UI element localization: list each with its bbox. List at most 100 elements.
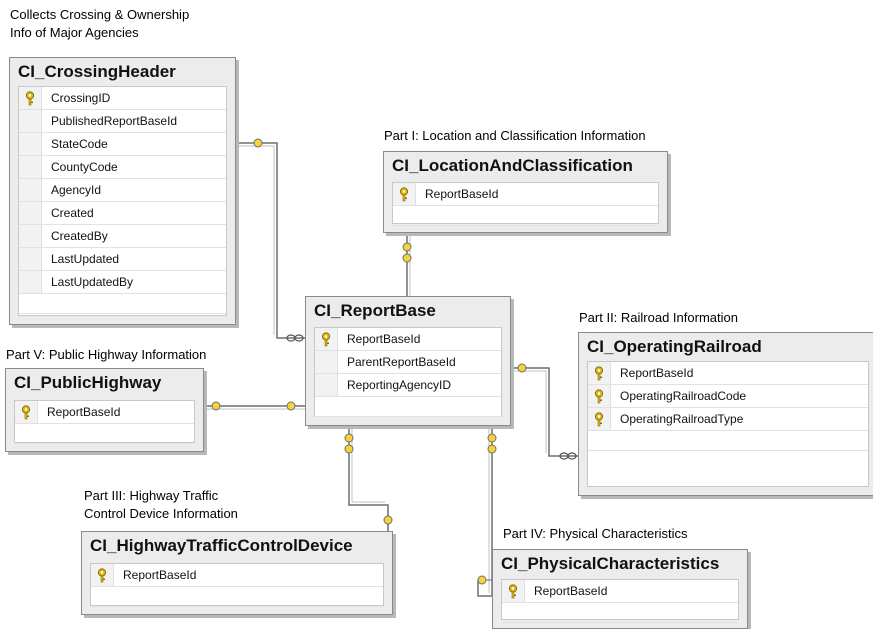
primary-key-icon bbox=[398, 187, 410, 202]
column-row[interactable]: ReportBaseId bbox=[15, 401, 194, 424]
key-endpoint-icon bbox=[206, 401, 221, 411]
column-row[interactable]: CreatedBy bbox=[19, 225, 226, 248]
row-selector bbox=[315, 374, 338, 396]
empty-row bbox=[15, 424, 194, 444]
column-name: ReportBaseId bbox=[47, 405, 121, 419]
column-row[interactable]: ReportBaseId bbox=[502, 580, 738, 603]
primary-key-icon bbox=[20, 405, 32, 420]
key-endpoint-icon bbox=[280, 401, 296, 411]
row-selector bbox=[19, 271, 42, 293]
caption-crossing-header: Collects Crossing & Ownership Info of Ma… bbox=[10, 6, 189, 42]
column-name: ReportBaseId bbox=[534, 584, 608, 598]
column-name: ReportBaseId bbox=[347, 332, 421, 346]
caption-location: Part I: Location and Classification Info… bbox=[384, 128, 646, 143]
column-name: OperatingRailroadCode bbox=[620, 389, 747, 403]
row-selector bbox=[19, 133, 42, 155]
key-endpoint-icon bbox=[383, 510, 393, 525]
key-endpoint-icon bbox=[402, 235, 412, 252]
key-endpoint-icon bbox=[487, 444, 497, 460]
primary-key-icon bbox=[507, 584, 519, 599]
key-endpoint-icon bbox=[344, 444, 354, 460]
column-name: StateCode bbox=[51, 137, 108, 151]
column-name: OperatingRailroadType bbox=[620, 412, 744, 426]
empty-row bbox=[393, 206, 658, 226]
column-name: ParentReportBaseId bbox=[347, 355, 456, 369]
caption-railroad: Part II: Railroad Information bbox=[579, 310, 738, 325]
row-selector bbox=[19, 179, 42, 201]
column-row[interactable]: OperatingRailroadType bbox=[588, 408, 868, 431]
column-row[interactable]: StateCode bbox=[19, 133, 226, 156]
column-name: ReportBaseId bbox=[620, 366, 694, 380]
row-selector bbox=[19, 225, 42, 247]
column-row[interactable]: ReportBaseId bbox=[588, 362, 868, 385]
caption-line: Part III: Highway Traffic bbox=[84, 488, 219, 503]
table-ci-crossingheader[interactable]: CI_CrossingHeader CrossingID PublishedRep… bbox=[9, 57, 236, 325]
column-list: ReportBaseId bbox=[90, 563, 384, 607]
column-row[interactable]: ReportBaseId bbox=[315, 328, 501, 351]
table-title: CI_CrossingHeader bbox=[18, 62, 176, 81]
row-selector bbox=[315, 351, 338, 373]
column-name: ReportBaseId bbox=[425, 187, 499, 201]
column-name: LastUpdated bbox=[51, 252, 120, 266]
key-endpoint-icon bbox=[477, 575, 492, 585]
primary-key-icon bbox=[593, 366, 605, 381]
table-ci-publichighway[interactable]: CI_PublicHighway ReportBaseId bbox=[5, 368, 204, 452]
table-ci-highwaytrafficcontroldevice[interactable]: CI_HighwayTrafficControlDevice ReportBas… bbox=[81, 531, 393, 615]
table-ci-physicalcharacteristics[interactable]: CI_PhysicalCharacteristics ReportBaseId bbox=[492, 549, 748, 629]
primary-key-icon bbox=[96, 568, 108, 583]
empty-row bbox=[19, 294, 226, 314]
primary-key-icon bbox=[593, 412, 605, 427]
caption-line: Info of Major Agencies bbox=[10, 25, 139, 40]
column-row[interactable]: OperatingRailroadCode bbox=[588, 385, 868, 408]
caption-public-highway: Part V: Public Highway Information bbox=[6, 347, 207, 362]
table-title: CI_OperatingRailroad bbox=[587, 337, 762, 356]
column-name: AgencyId bbox=[51, 183, 102, 197]
column-row[interactable]: ReportBaseId bbox=[393, 183, 658, 206]
column-row[interactable]: ReportingAgencyID bbox=[315, 374, 501, 397]
column-name: CrossingID bbox=[51, 91, 111, 105]
row-selector bbox=[19, 202, 42, 224]
key-endpoint-icon bbox=[246, 138, 263, 148]
empty-row bbox=[315, 397, 501, 417]
key-endpoint-icon bbox=[344, 428, 354, 443]
rel-reportbase-railroad bbox=[511, 367, 578, 457]
column-name: CountyCode bbox=[51, 160, 118, 174]
row-selector bbox=[19, 248, 42, 270]
column-name: CreatedBy bbox=[51, 229, 108, 243]
column-row[interactable]: CountyCode bbox=[19, 156, 226, 179]
key-endpoint-icon bbox=[517, 363, 534, 373]
row-selector bbox=[19, 110, 42, 132]
column-row[interactable]: CrossingID bbox=[19, 87, 226, 110]
table-ci-locationandclassification[interactable]: CI_LocationAndClassification ReportBaseI… bbox=[383, 151, 668, 233]
caption-traffic-control: Part III: Highway Traffic Control Device… bbox=[84, 487, 238, 523]
column-row[interactable]: ParentReportBaseId bbox=[315, 351, 501, 374]
caption-line: Control Device Information bbox=[84, 506, 238, 521]
primary-key-icon bbox=[320, 332, 332, 347]
table-title: CI_PhysicalCharacteristics bbox=[501, 554, 720, 573]
table-title: CI_PublicHighway bbox=[14, 373, 162, 392]
column-row[interactable]: Created bbox=[19, 202, 226, 225]
column-list: ReportBaseId bbox=[14, 400, 195, 444]
primary-key-icon bbox=[593, 389, 605, 404]
empty-row bbox=[502, 603, 738, 623]
column-name: ReportBaseId bbox=[123, 568, 197, 582]
column-row[interactable]: LastUpdatedBy bbox=[19, 271, 226, 294]
many-endpoint-icon bbox=[286, 334, 304, 342]
empty-row bbox=[588, 431, 868, 451]
column-row[interactable]: ReportBaseId bbox=[91, 564, 383, 587]
primary-key-icon bbox=[24, 91, 36, 106]
table-title: CI_LocationAndClassification bbox=[392, 156, 633, 175]
column-row[interactable]: PublishedReportBaseId bbox=[19, 110, 226, 133]
table-title: CI_HighwayTrafficControlDevice bbox=[90, 536, 353, 555]
column-row[interactable]: AgencyId bbox=[19, 179, 226, 202]
empty-row bbox=[91, 587, 383, 607]
many-endpoint-icon bbox=[559, 452, 577, 460]
column-name: ReportingAgencyID bbox=[347, 378, 452, 392]
column-row[interactable]: LastUpdated bbox=[19, 248, 226, 271]
